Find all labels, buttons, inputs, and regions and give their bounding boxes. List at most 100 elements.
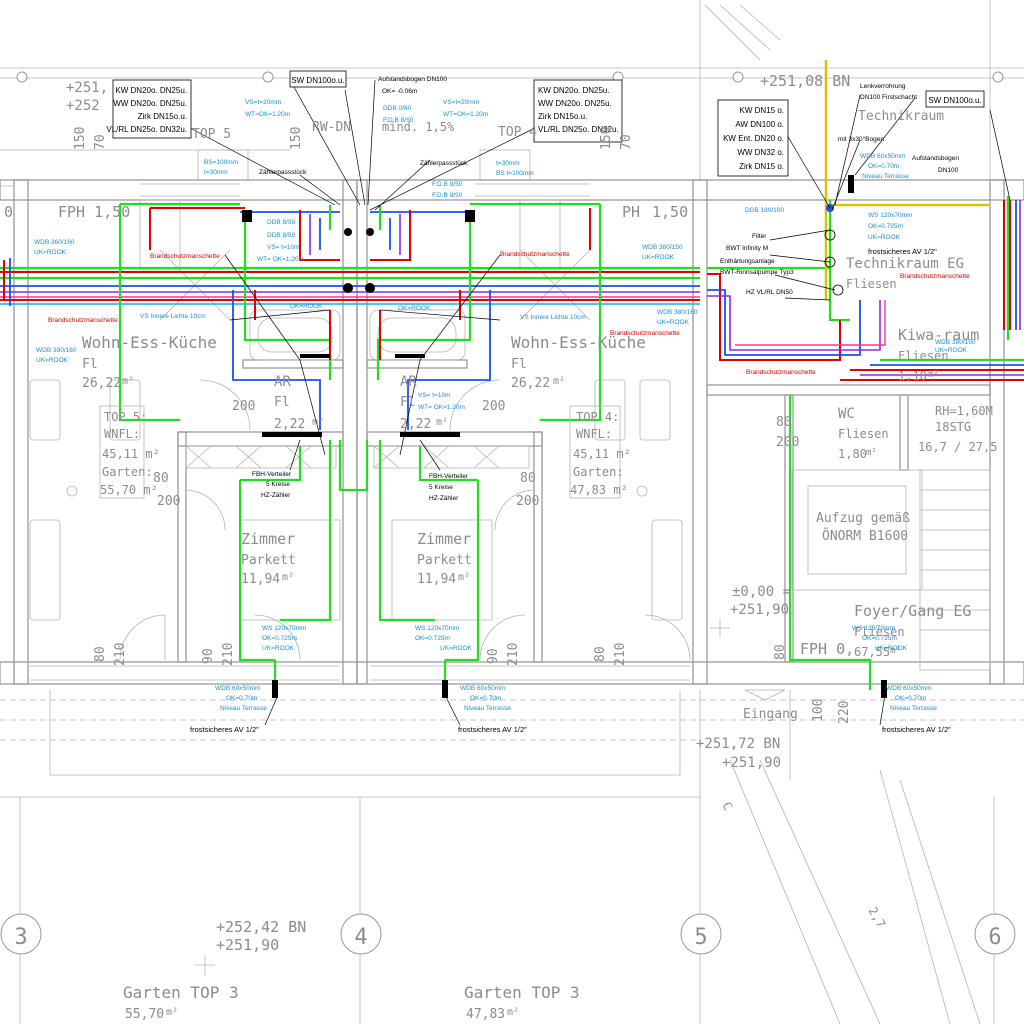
blue-wdbs2: OK=0.70m [226, 695, 257, 702]
axis-label-5: 5 [694, 925, 707, 950]
room-foyer-area: 67,55 [854, 645, 890, 659]
walls [0, 179, 1024, 701]
note-fbh5: 5 Kreise [429, 484, 453, 491]
riser-box-left: KW DN20o. DN25u. WW DN20o. DN25u. Zirk D… [106, 79, 192, 139]
blue-wdbs1: WDB 60x50mm [215, 685, 261, 692]
stair-rh: RH=1,60M [935, 404, 993, 418]
room-wek-left-area: 26,22 [82, 376, 121, 391]
garden-left-area: 55,70 [125, 1007, 164, 1022]
room-wek-right-area: 26,22 [511, 376, 550, 391]
room-zimmer-left-floor: Parkett [241, 553, 296, 568]
blue-ws3: UK=ROOK [262, 645, 295, 652]
terrace-lines [0, 618, 1024, 1024]
fph-left: FPH 1,50 [58, 203, 130, 221]
blue-ddb6: DDB 8/50 [267, 232, 296, 239]
room-technikraum-floor: Fliesen [846, 277, 897, 291]
blue-ws6: UK=ROOK [440, 645, 473, 652]
axis-bubble-3 [0, 913, 42, 955]
room-ar-left-floor: Fl [274, 395, 290, 410]
top4-wnfl: 45,11 m² [573, 447, 631, 461]
entrance-label: Eingang [743, 707, 798, 722]
room-wek-right-unit: m² [553, 376, 565, 387]
blue-ws11: OK=0.725m [862, 635, 897, 642]
dim-70-a: 70 [93, 134, 108, 150]
level-top-mid: +251,08 BN [760, 72, 850, 90]
sw-label-right: SW DN100o.u. [928, 96, 981, 105]
blue-vs7: VS= t=10m [418, 392, 451, 399]
stair-dim: 16,7 / 27,5 [918, 440, 997, 454]
riser-box-tech: KW DN15 o. AW DN100 o. KW Ent. DN20 o. W… [717, 99, 789, 177]
room-kiwa-floor: Fliesen [898, 349, 949, 363]
room-zimmer-left-unit: m² [282, 572, 294, 583]
level-top-left-1: +251, [66, 80, 108, 96]
blue-wdbs4: WDB 60x50mm [460, 685, 506, 692]
blue-wdbs3: Niveau Terrasse [220, 705, 267, 712]
blue-wdbs8: OK=0.70m [895, 695, 926, 702]
fire-collar-4: Brandschutzmanschette [610, 330, 680, 337]
riser-tech-line-1: KW DN15 o. [740, 106, 784, 115]
elevator-label-1: Aufzug gemäß [816, 511, 910, 526]
blue-wdb2: UK=ROOK [34, 249, 67, 256]
blue-ddb2: F.D.B 8/50 [383, 117, 414, 124]
riser-tech-line-2: AW DN100 o. [735, 120, 784, 129]
sw-label-mid: SW DN100o.u. [291, 76, 344, 85]
door-dim-210-c: 210 [506, 643, 521, 666]
garden-left-name: Garten TOP 3 [123, 983, 239, 1002]
top5-label: TOP 5 [192, 127, 231, 142]
fire-collar-2: Brandschutzmanschette [500, 251, 570, 258]
room-kiwa-unit: m² [928, 370, 939, 380]
room-foyer-floor: Fliesen [854, 625, 905, 639]
note-fbh2: 5 Kreise [266, 481, 290, 488]
axis-bubble-5 [680, 913, 722, 955]
riser-tech-line-4: WW DN32 o. [737, 148, 784, 157]
fph-right: 1,50 [652, 203, 688, 221]
door-dim-80-c: 80 [776, 415, 792, 430]
room-zimmer-left-name: Zimmer [241, 530, 295, 548]
blue-wdb-kiwa: WDB 380/150 [935, 339, 976, 346]
dim-slope: 2,7 [865, 905, 888, 931]
room-wek-right-name: Wohn-Ess-Küche [511, 333, 646, 352]
riser-left-line-2: WW DN20o. DN25u. [113, 99, 187, 108]
door-dim-80-e: 80 [593, 646, 608, 662]
svg-text:PH: PH [622, 203, 640, 221]
room-zimmer-right-name: Zimmer [417, 530, 471, 548]
room-wek-left-floor: Fl [82, 357, 98, 372]
top5-wnfl-label: WNFL: [104, 427, 140, 441]
axis-label-4: 4 [354, 925, 367, 950]
blue-wdbt1: WDB 60x50mm [860, 153, 906, 160]
room-ar-right-name: AR [400, 374, 417, 390]
room-zimmer-right-floor: Parkett [417, 553, 472, 568]
blue-ok1: OK=ROOK [290, 303, 323, 310]
blue-vs5: VS= t=10m [267, 244, 300, 251]
note-bwt: BWT Infinity M [726, 245, 768, 252]
axis-bubble-4 [340, 913, 382, 955]
level-garden-2: +251,90 [216, 936, 279, 954]
note-lueft1: Lenkverrohrung [860, 83, 906, 90]
note-zaehler2: Zählerpassstück [420, 160, 468, 167]
axis-markers: 3 4 5 6 [0, 913, 1016, 955]
blue-bs2: t=30mm [204, 169, 228, 176]
note-enth: Enthärtungsanlage [720, 258, 775, 265]
door-dim-210-a: 210 [113, 643, 128, 666]
room-ar-left-name: AR [274, 374, 291, 390]
blue-wdb7: WDB 380/160 [657, 309, 698, 316]
note-ddb-tech: DDB 180/100 [745, 207, 784, 214]
dim-150-a: 150 [73, 127, 88, 150]
room-wek-left-name: Wohn-Ess-Küche [82, 333, 217, 352]
door-dim-80-b: 80 [520, 471, 536, 486]
blue-vs1: VS=t=20mm [245, 99, 281, 106]
blue-vsi1: VS Innere Lichte 10cm [140, 313, 206, 320]
level-top-left-2: +252 [66, 98, 100, 114]
blue-bs3: t=30mm [496, 160, 520, 167]
garden-right-unit: m² [507, 1007, 519, 1018]
fire-collar-6: Brandschutzmanschette [900, 273, 970, 280]
blue-wdbs6: Niveau Terrasse [464, 705, 511, 712]
room-foyer-unit: m² [890, 646, 901, 656]
garden-right-area: 47,83 [466, 1007, 505, 1022]
leader-lines [189, 79, 1011, 726]
blue-vs6: WT= OK=1.20m [257, 256, 304, 263]
slope-label: mind. 1,5% [382, 120, 455, 134]
fire-collar-3: Brandschutzmanschette [48, 317, 118, 324]
red-notes: Brandschutzmanschette Brandschutzmansche… [48, 251, 970, 376]
